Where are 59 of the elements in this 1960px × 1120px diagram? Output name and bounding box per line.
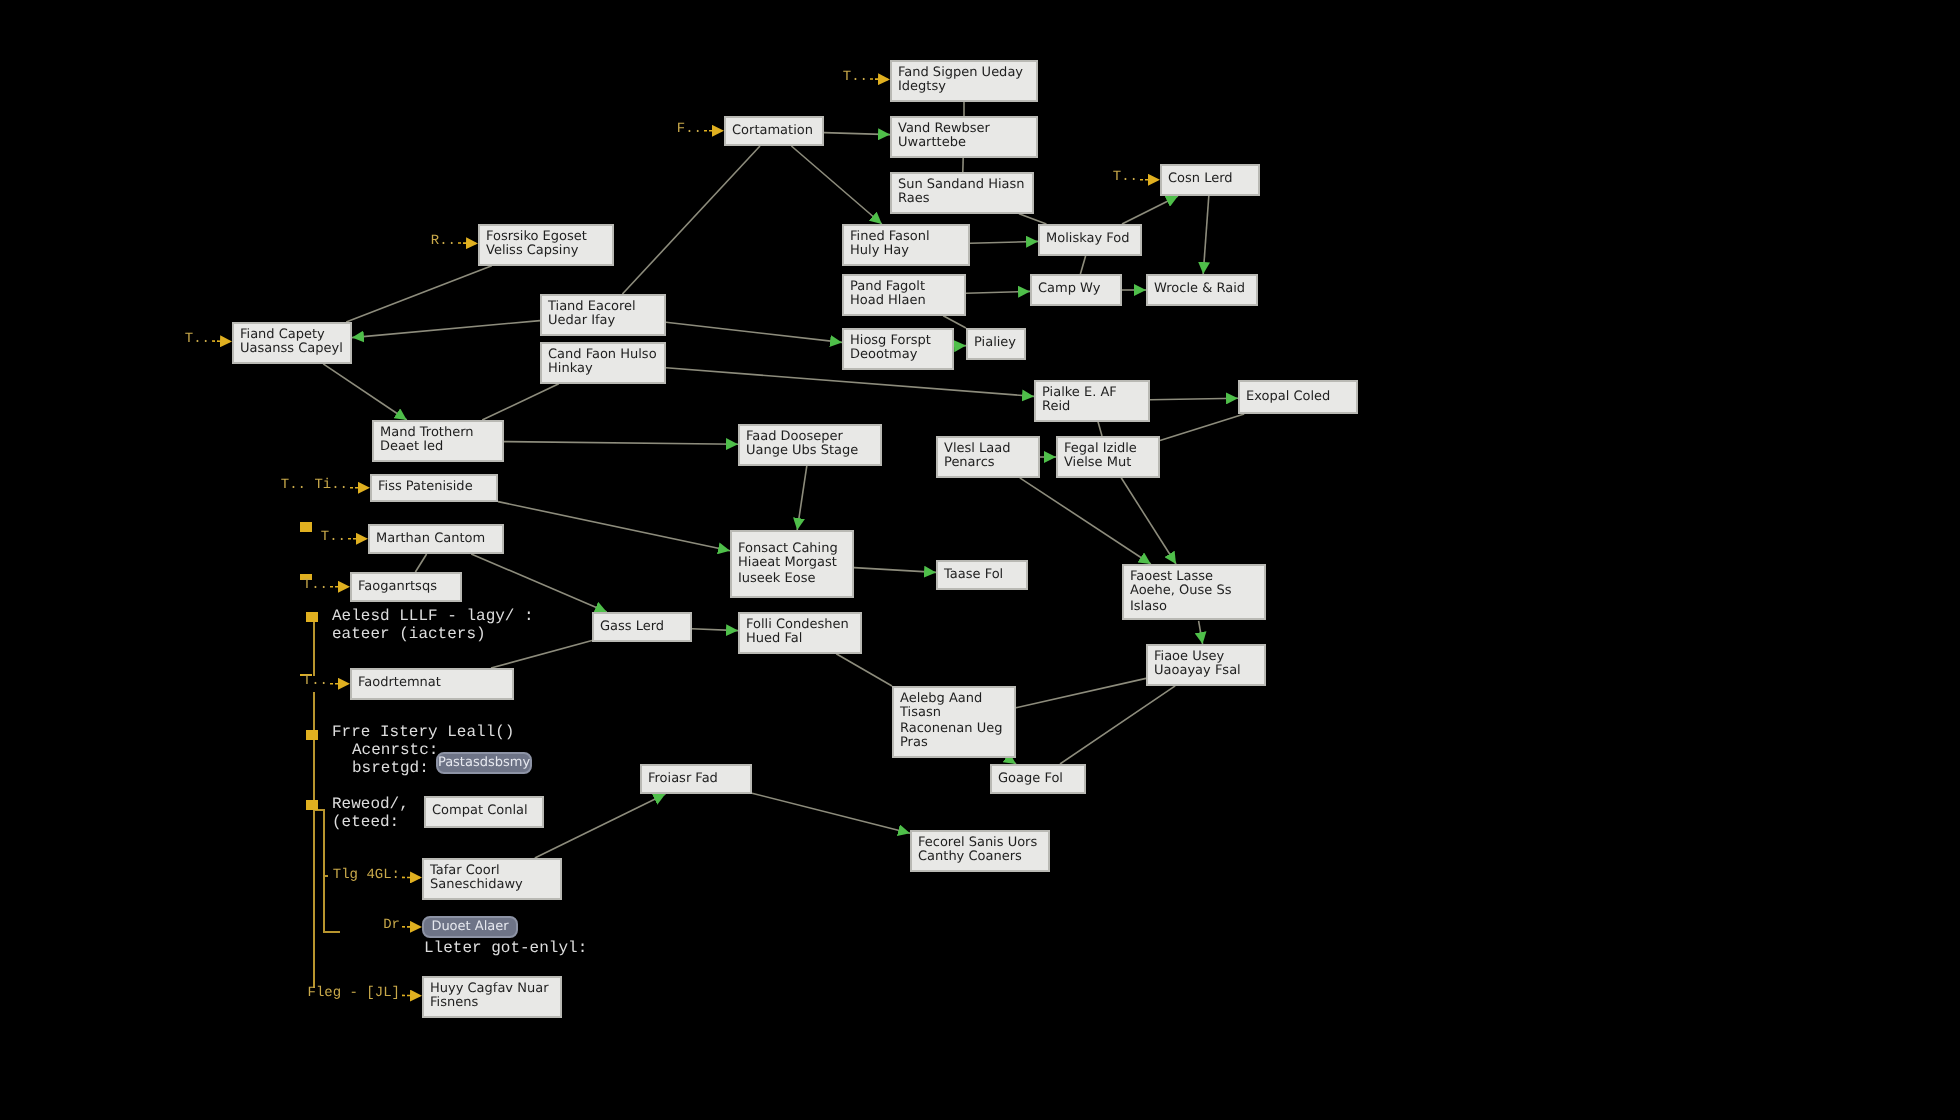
connector-line — [823, 128, 891, 141]
connector-line — [470, 553, 608, 613]
connector-line — [322, 363, 408, 421]
connector-line — [497, 500, 731, 555]
connector-line — [401, 871, 423, 884]
connector-line — [211, 335, 233, 348]
connector-line — [1002, 752, 1017, 765]
note-text: Acenrstc: — [352, 742, 439, 760]
connector-line — [414, 553, 428, 573]
connector-line — [969, 235, 1039, 248]
note-text: Frre Istery Leall() — [332, 724, 517, 743]
connector-line — [534, 793, 667, 859]
connector-line — [703, 124, 725, 137]
connector-line — [1097, 421, 1103, 437]
connector-line — [1194, 620, 1207, 645]
connector-line — [869, 73, 891, 86]
connector-line — [401, 989, 423, 1002]
connector-line — [345, 265, 493, 323]
connector-line — [1149, 392, 1239, 405]
connector-line — [503, 438, 739, 451]
connector-line — [1015, 677, 1147, 709]
connector-line — [793, 465, 808, 531]
note-text: Lleter got-enlyl: — [424, 940, 590, 959]
connector-line — [1018, 213, 1048, 225]
connector-line — [691, 624, 739, 637]
connector-line — [347, 532, 369, 545]
connector-line — [351, 319, 541, 343]
connector-line — [665, 367, 1035, 402]
connector-line — [621, 145, 761, 295]
connector-line — [329, 677, 351, 690]
connector-line — [751, 792, 911, 837]
connector-line — [481, 383, 560, 421]
connector-line — [965, 285, 1031, 298]
connector-line — [457, 237, 479, 250]
connector-line — [853, 565, 937, 578]
connector-line — [963, 101, 965, 117]
connector-line — [1019, 477, 1152, 565]
connector-line — [790, 145, 883, 225]
connector-line — [665, 321, 843, 347]
connector-line — [1159, 413, 1245, 442]
connector-line — [490, 639, 593, 669]
connector-line — [962, 157, 964, 173]
connector-line — [329, 580, 351, 593]
note-text: Aelesd LLLF - lagy/ : eateer (iacters) — [332, 608, 536, 645]
connector-line — [1039, 451, 1057, 463]
note-text: bsretgd: — [352, 760, 431, 779]
connector-line — [1121, 284, 1147, 296]
connector-line — [953, 340, 967, 353]
connector-line — [1079, 255, 1087, 275]
connector-line — [1059, 685, 1176, 765]
note-text: Reweod/, (eteed: — [332, 796, 411, 833]
connector-line — [1139, 173, 1161, 186]
connector-line — [942, 315, 967, 329]
connector-line — [835, 653, 893, 687]
connector-line — [1121, 195, 1179, 225]
connector-line — [401, 920, 423, 933]
connector-line — [1120, 477, 1177, 565]
connector-line — [1198, 195, 1211, 275]
connector-line — [349, 481, 371, 494]
